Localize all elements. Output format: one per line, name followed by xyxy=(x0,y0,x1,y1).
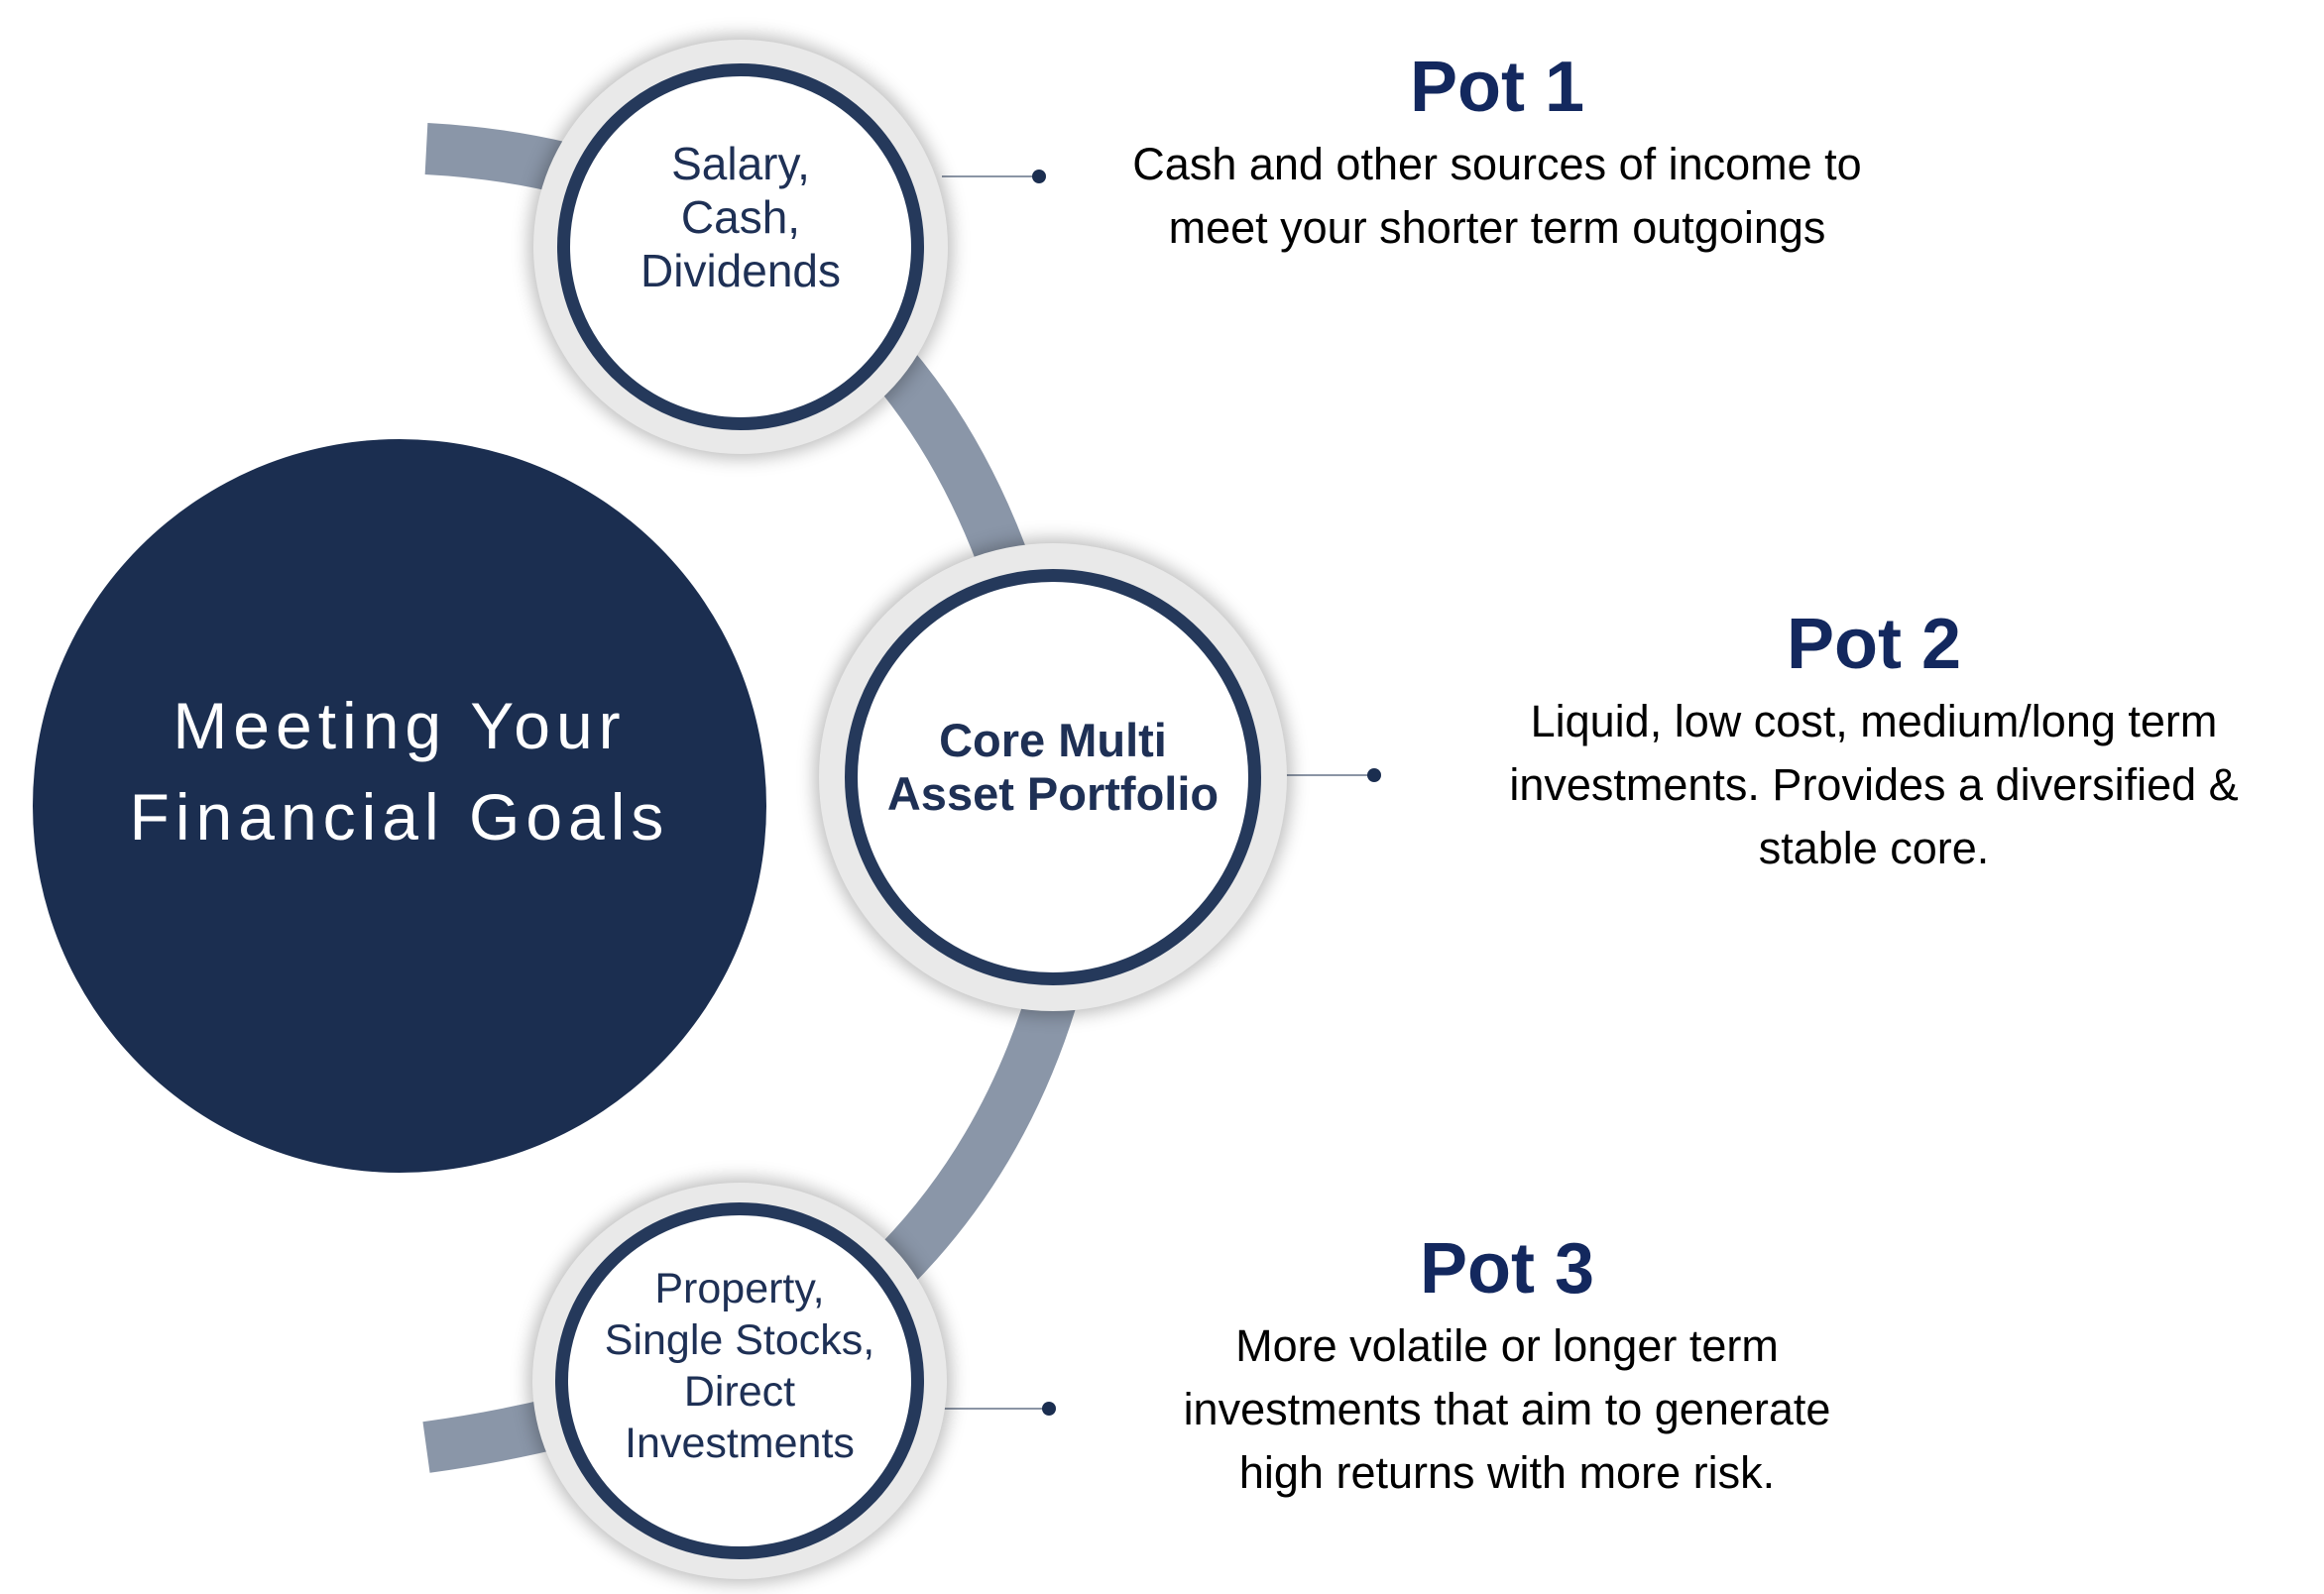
node-label-line: Direct xyxy=(683,1368,796,1416)
pot-2-description-block: Pot 2 Liquid, low cost, medium/long term… xyxy=(1438,603,2310,880)
pot-heading: Pot 3 xyxy=(1419,1229,1595,1309)
pot-description: Liquid, low cost, medium/long term inves… xyxy=(1438,690,2310,880)
pot2-connector-dot xyxy=(1367,768,1381,782)
node-property-stocks-direct: Property, Single Stocks, Direct Investme… xyxy=(532,1183,947,1579)
node-label: Property, Single Stocks, Direct Investme… xyxy=(605,1263,874,1469)
node-core-multi-asset-portfolio: Core Multi Asset Portfolio xyxy=(819,543,1287,1011)
pot-description: Cash and other sources of income to meet… xyxy=(1071,133,1923,260)
node-label-line: Cash, xyxy=(680,191,801,243)
pot-3-description-block: Pot 3 More volatile or longer term inves… xyxy=(1101,1227,1914,1505)
hub-title-line1: Meeting Your xyxy=(173,689,627,762)
pot-description-line: meet your shorter term outgoings xyxy=(1168,202,1826,253)
node-label-line: Salary, xyxy=(671,138,810,189)
node-ring: Salary, Cash, Dividends xyxy=(557,63,924,430)
pot-description-line: More volatile or longer term xyxy=(1235,1320,1779,1371)
node-label: Salary, Cash, Dividends xyxy=(640,137,841,297)
node-ring: Property, Single Stocks, Direct Investme… xyxy=(555,1202,924,1559)
node-label-line: Property, xyxy=(654,1265,825,1312)
node-ring: Core Multi Asset Portfolio xyxy=(845,569,1261,985)
pot-1-description-block: Pot 1 Cash and other sources of income t… xyxy=(1071,46,1923,260)
pot-description: More volatile or longer term investments… xyxy=(1101,1314,1914,1505)
pot-description-line: investments that aim to generate xyxy=(1183,1384,1831,1434)
pot1-connector-dot xyxy=(1032,170,1046,183)
hub-title: Meeting Your Financial Goals xyxy=(130,680,670,862)
pot-description-line: stable core. xyxy=(1758,823,1990,873)
pot-description-line: investments. Provides a diversified & xyxy=(1509,759,2239,810)
pot-description-line: Liquid, low cost, medium/long term xyxy=(1530,696,2218,746)
node-label: Core Multi Asset Portfolio xyxy=(887,714,1219,821)
pot-description-line: Cash and other sources of income to xyxy=(1132,139,1862,189)
node-label-line: Asset Portfolio xyxy=(886,767,1220,820)
pot-heading: Pot 1 xyxy=(1409,48,1585,127)
pot3-connector-dot xyxy=(1042,1402,1056,1416)
pot-heading: Pot 2 xyxy=(1786,605,1962,684)
node-salary-cash-dividends: Salary, Cash, Dividends xyxy=(533,40,948,454)
pot-description-line: high returns with more risk. xyxy=(1238,1447,1776,1498)
node-label-line: Investments xyxy=(625,1420,855,1467)
node-label-line: Single Stocks, xyxy=(604,1316,875,1364)
node-label-line: Core Multi xyxy=(939,714,1167,766)
hub-title-line2: Financial Goals xyxy=(129,780,670,854)
goals-hub-circle: Meeting Your Financial Goals xyxy=(33,439,766,1173)
node-label-line: Dividends xyxy=(640,245,841,296)
